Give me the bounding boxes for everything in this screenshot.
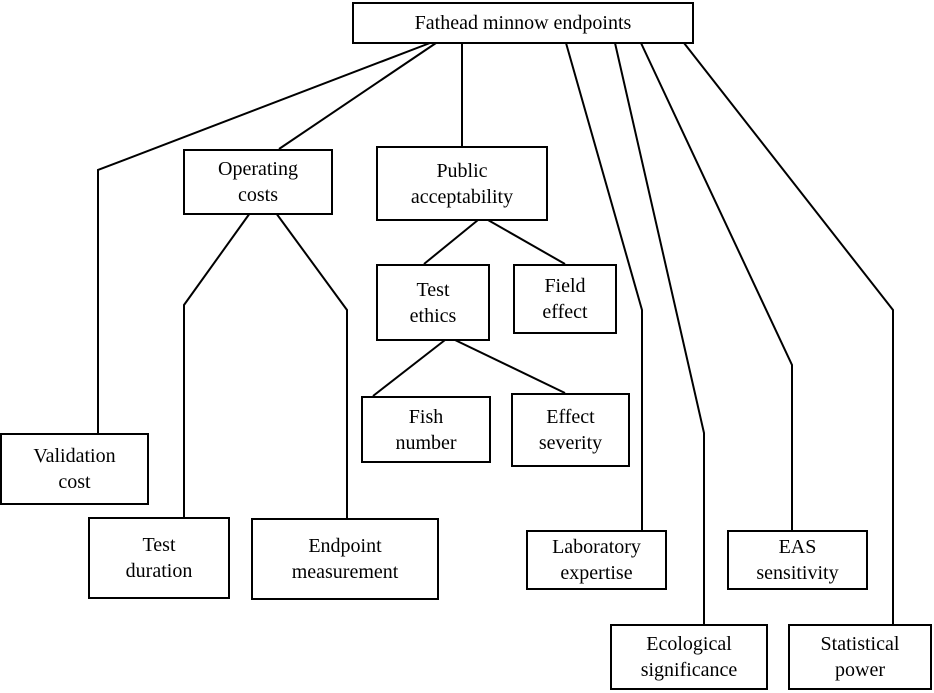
connector-root-statistical-power xyxy=(683,42,894,624)
node-effect-severity-line-2: severity xyxy=(538,432,603,454)
node-test-ethics-line-1: Test xyxy=(416,278,450,301)
root-node-label: Fathead minnow endpoints xyxy=(414,12,632,34)
node-endpoint-measurement: Endpoint measurement xyxy=(251,518,439,600)
node-operating-costs-line-2: costs xyxy=(238,184,278,206)
connector-test-ethics-effect-severity xyxy=(454,339,566,394)
connector-test-ethics-fish-number xyxy=(372,339,446,397)
node-ecological-significance: Ecological significance xyxy=(610,624,768,690)
node-ecological-significance-line-2: significance xyxy=(640,659,738,681)
node-test-duration: Test duration xyxy=(88,517,230,599)
connector-operating-costs-endpoint-measurement xyxy=(275,212,348,518)
connector-root-eas-sensitivity xyxy=(640,42,793,530)
node-operating-costs: Operating costs xyxy=(183,149,333,215)
node-fish-number-line-2: number xyxy=(395,431,457,454)
node-test-duration-line-2: duration xyxy=(125,560,193,582)
node-test-ethics: Test ethics xyxy=(376,264,490,341)
node-effect-severity: Effect severity xyxy=(511,393,630,467)
node-field-effect-line-2: effect xyxy=(542,301,588,323)
node-statistical-power-line-2: power xyxy=(835,659,885,681)
node-fish-number-line-1: Fish xyxy=(408,405,444,428)
node-laboratory-expertise: Laboratory expertise xyxy=(526,530,667,590)
connector-public-acceptability-field-effect xyxy=(487,219,566,265)
connector-root-ecological-significance xyxy=(614,42,705,624)
node-validation-cost-line-2: cost xyxy=(58,471,91,493)
connector-root-laboratory-expertise xyxy=(565,42,643,530)
node-public-acceptability-line-2: acceptability xyxy=(410,185,514,208)
node-endpoint-measurement-line-2: measurement xyxy=(291,561,399,583)
node-eas-sensitivity: EAS sensitivity xyxy=(727,530,868,590)
node-endpoint-measurement-line-1: Endpoint xyxy=(308,535,382,557)
node-validation-cost: Validation cost xyxy=(0,433,149,505)
node-effect-severity-line-1: Effect xyxy=(546,406,595,428)
node-statistical-power: Statistical power xyxy=(788,624,932,690)
node-public-acceptability-line-1: Public xyxy=(436,159,488,182)
root-node-fathead-minnow-endpoints: Fathead minnow endpoints xyxy=(352,2,694,44)
node-fish-number: Fish number xyxy=(361,396,491,463)
node-laboratory-expertise-line-1: Laboratory xyxy=(552,536,641,558)
node-field-effect-line-1: Field xyxy=(544,275,586,297)
node-validation-cost-line-1: Validation xyxy=(33,445,116,467)
connector-root-validation-cost xyxy=(97,42,431,433)
node-test-ethics-line-2: ethics xyxy=(409,304,457,327)
node-field-effect: Field effect xyxy=(513,264,617,334)
node-public-acceptability: Public acceptability xyxy=(376,146,548,221)
node-operating-costs-line-1: Operating xyxy=(218,158,298,180)
connector-operating-costs-test-duration xyxy=(183,212,251,517)
node-statistical-power-line-1: Statistical xyxy=(820,633,900,655)
node-test-duration-line-1: Test xyxy=(142,534,176,556)
node-ecological-significance-line-1: Ecological xyxy=(646,633,732,655)
connector-public-acceptability-test-ethics xyxy=(423,219,479,265)
node-laboratory-expertise-line-2: expertise xyxy=(560,562,633,584)
node-eas-sensitivity-line-1: EAS xyxy=(778,536,817,558)
node-eas-sensitivity-line-2: sensitivity xyxy=(756,562,839,584)
connector-root-operating-costs xyxy=(278,42,437,150)
